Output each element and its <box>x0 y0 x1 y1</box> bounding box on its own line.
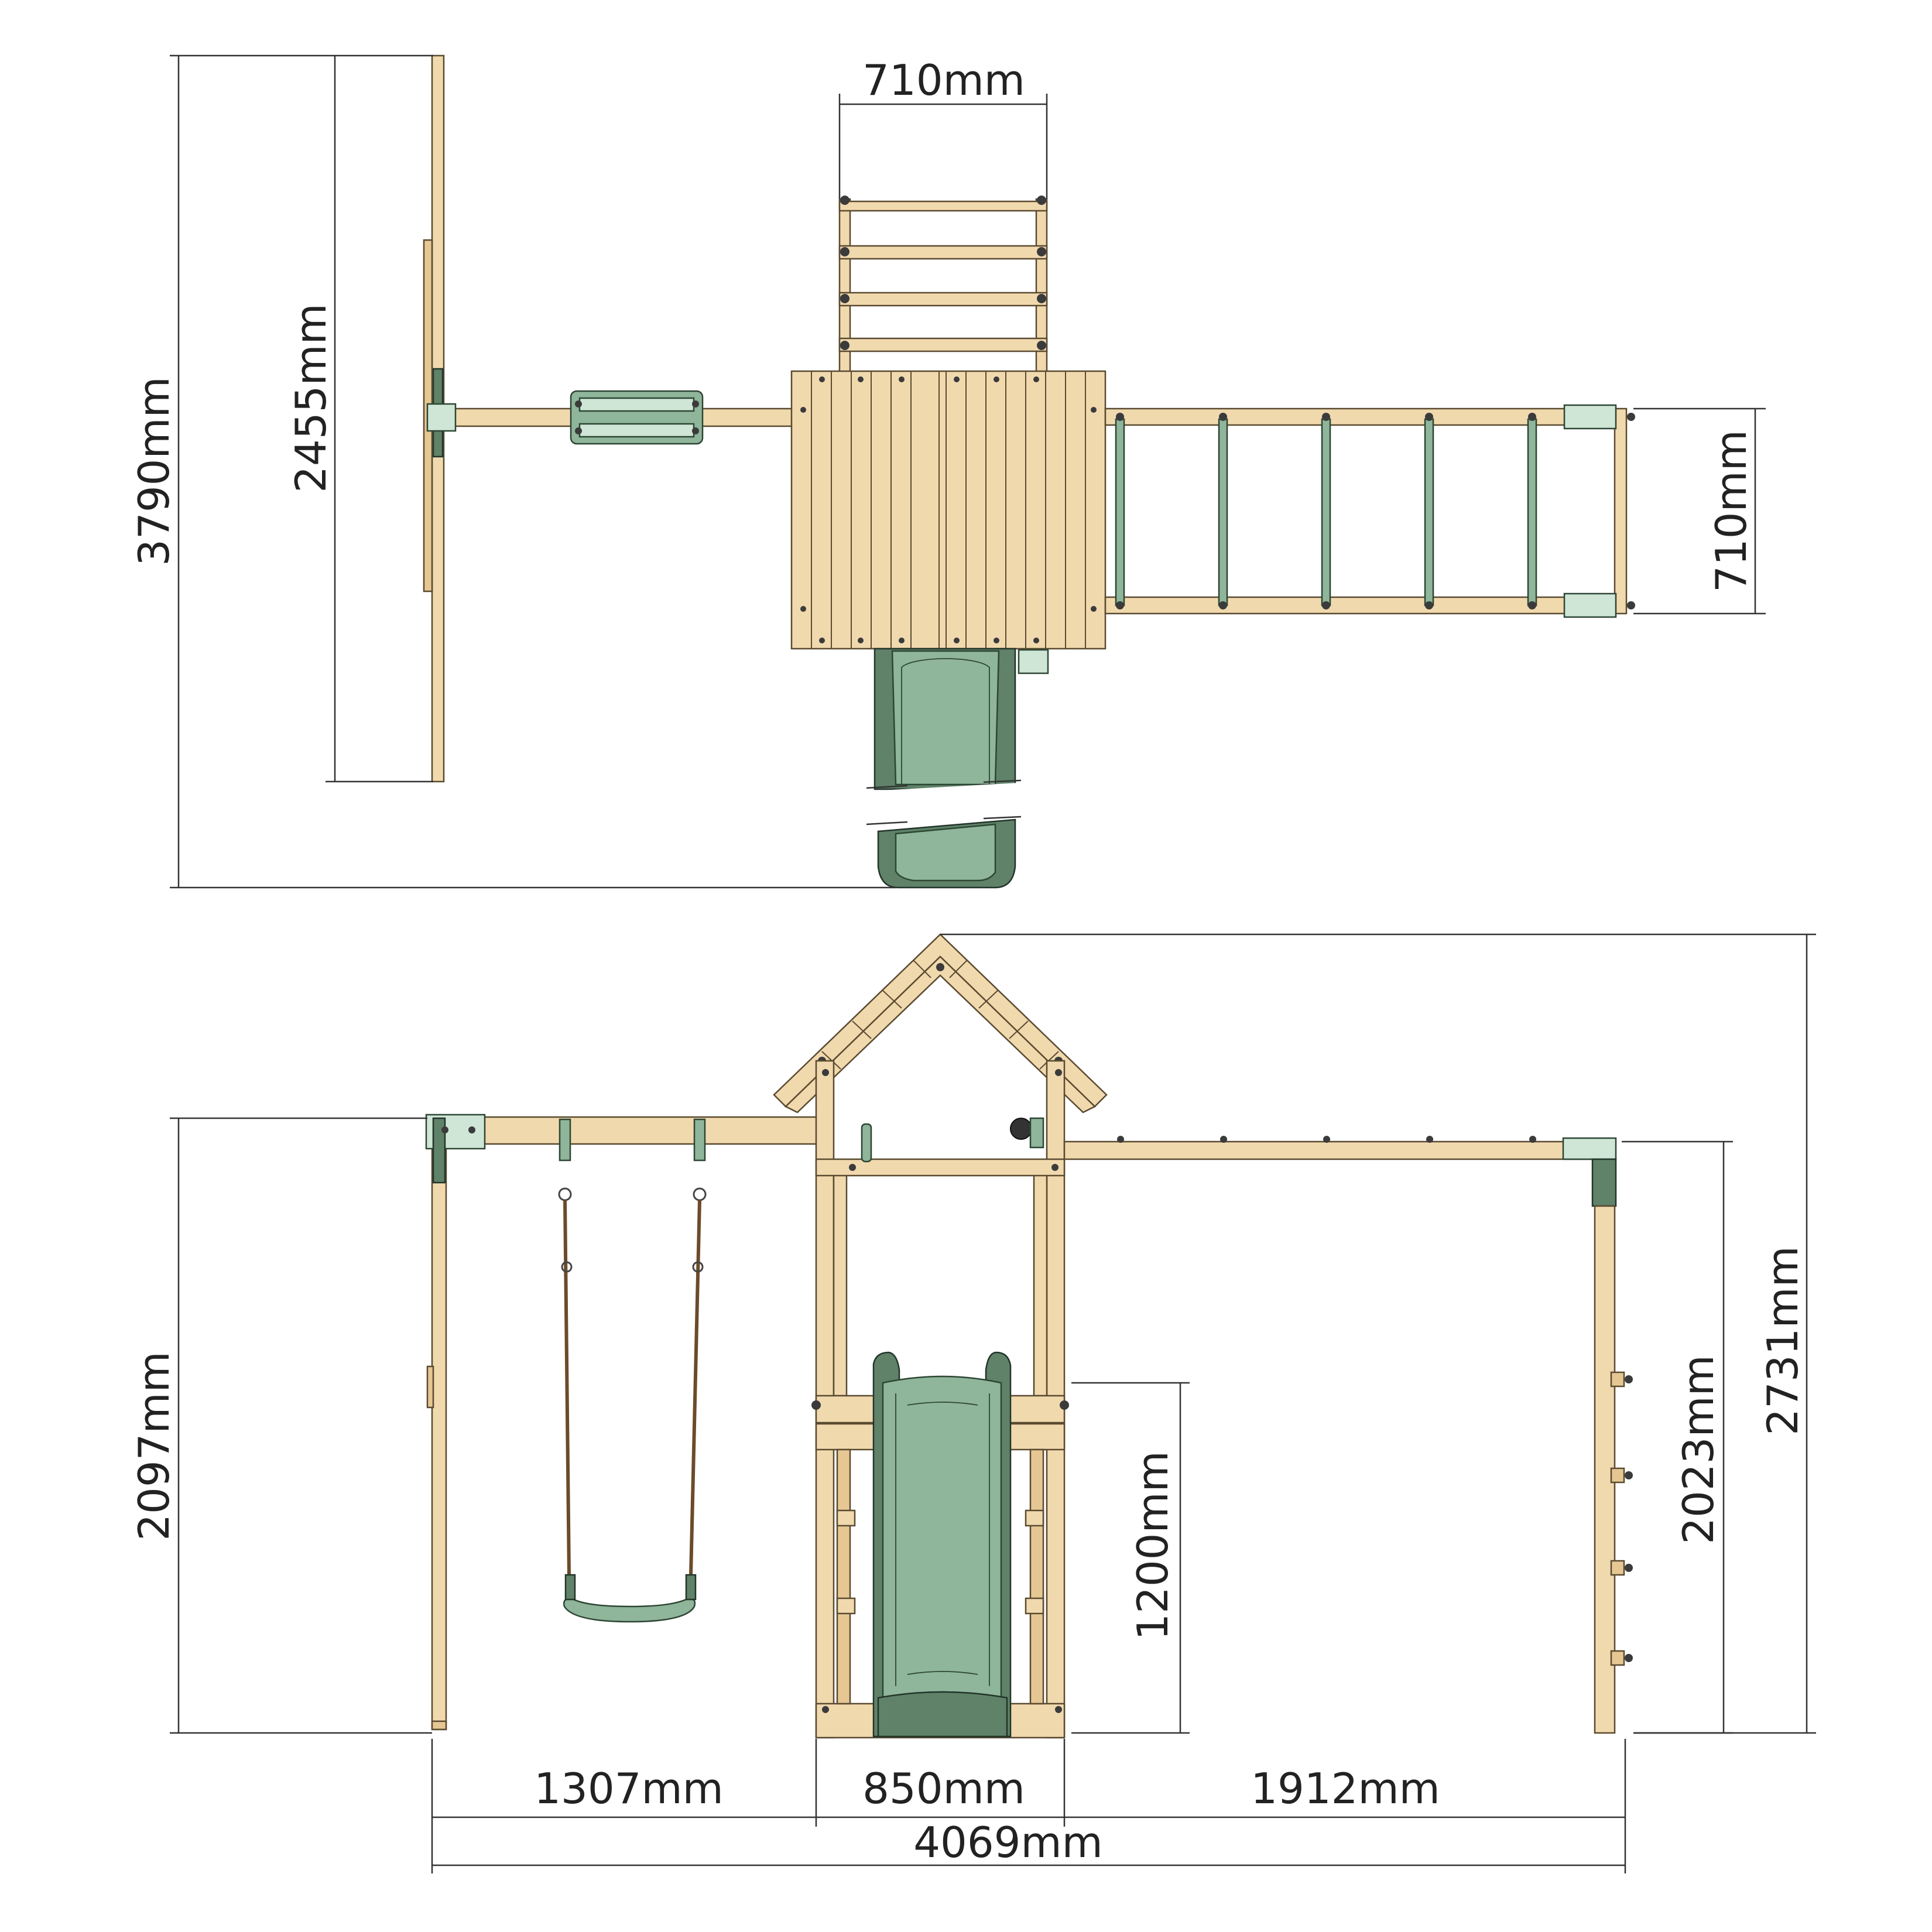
swing-seat <box>563 1597 696 1623</box>
dim-monkey-bar-length: 1912mm <box>1251 1764 1440 1813</box>
dim-monkey-bar-width: 710mm <box>1707 430 1756 592</box>
side-dimension-lines <box>170 933 1816 1873</box>
top-swing-beam <box>426 390 796 445</box>
tower-frame <box>811 1060 1069 1739</box>
dim-ladder-width: 710mm <box>862 56 1025 105</box>
top-ladder <box>838 196 1048 376</box>
top-monkey-bars <box>1104 404 1635 618</box>
side-slide <box>872 1351 1012 1738</box>
top-dimension-lines <box>170 54 1766 889</box>
dim-platform-height: 1200mm <box>1128 1451 1177 1640</box>
dim-tower-width: 850mm <box>862 1764 1025 1813</box>
monkey-bar-rungs <box>1115 418 1537 607</box>
dim-swing-bay-width: 1307mm <box>534 1764 724 1813</box>
climbing-holds <box>1610 1371 1633 1666</box>
dim-monkey-bar-height: 2023mm <box>1674 1355 1723 1544</box>
dim-overall-depth: 3790mm <box>129 376 179 566</box>
dim-overall-height: 2731mm <box>1758 1246 1807 1436</box>
dim-swing-height: 2097mm <box>129 1351 179 1541</box>
side-view: 2097mm 1200mm 2023mm 2731mm 1307mm 850mm… <box>129 933 1816 1873</box>
dim-overall-width: 4069mm <box>913 1818 1103 1867</box>
ladder-rungs-under-deck <box>836 1448 1044 1705</box>
monkey-bar-end-post <box>1594 1205 1633 1734</box>
swing-seat-assembly <box>558 1118 707 1623</box>
swing-post <box>426 1117 447 1731</box>
monkey-bar-beam <box>1063 1136 1617 1207</box>
swing-beam <box>425 1114 821 1184</box>
telescope-accessory <box>1010 1118 1032 1140</box>
top-deck-roof <box>790 370 1107 650</box>
dim-swing-frame-length: 2455mm <box>286 303 335 493</box>
top-view: 3790mm 2455mm 710mm 710mm <box>129 54 1766 889</box>
top-slide <box>861 648 1049 889</box>
